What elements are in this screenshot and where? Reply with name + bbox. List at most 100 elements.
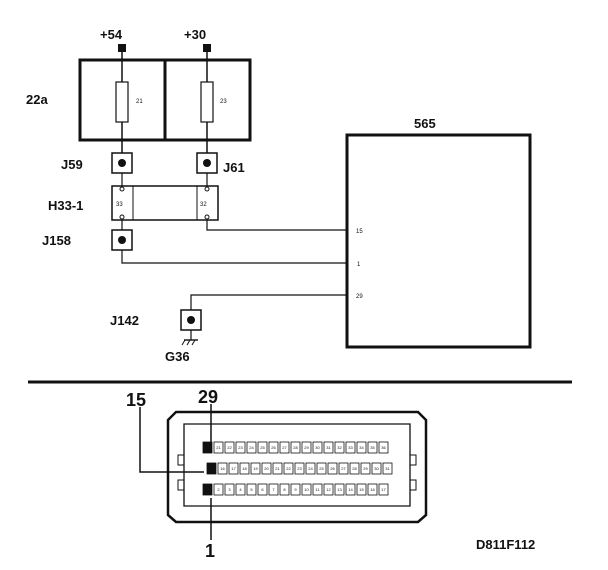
supply-30-label: +30 (184, 27, 206, 42)
pin-row-bottom-pin (312, 483, 323, 496)
connector-key-right-1 (409, 454, 417, 466)
j142-label: J142 (110, 313, 139, 328)
fuse-23 (200, 81, 214, 123)
g36-label: G36 (165, 349, 190, 364)
pin-row-bottom-pin (378, 483, 389, 496)
pin-row-top-pin-label: 26 (271, 445, 276, 450)
pin-row-top-pin (235, 441, 246, 454)
supply-30-terminal (203, 44, 211, 52)
splice-dot-j158 (118, 236, 126, 244)
pin-row-top-pin (246, 441, 257, 454)
pin-row-bottom-pin-label: 5 (250, 487, 253, 492)
pin-row-mid-pin-label: 31 (385, 466, 390, 471)
pin-row-top-pin (301, 441, 312, 454)
pin-row-mid-pin (250, 462, 261, 475)
pin-row-top-pin (268, 441, 279, 454)
pin-row-top-pin-label: 28 (293, 445, 298, 450)
connector-key-left-2 (177, 479, 185, 491)
pin-row-bottom-pin-label: 12 (326, 487, 331, 492)
pin-row-bottom-pin-label: 3 (228, 487, 231, 492)
h33-pin-33-bottom (119, 214, 125, 220)
pin-row-mid-pin (283, 462, 294, 475)
pin-row-top-pin (334, 441, 345, 454)
pin-row-bottom-pin-label: 4 (239, 487, 242, 492)
h33-pin-32-bottom (204, 214, 210, 220)
pin-row-mid-pin-label: 29 (363, 466, 368, 471)
pin-row-mid-pin (206, 462, 217, 475)
pin-row-top-pin-label: 33 (348, 445, 353, 450)
pin-row-bottom-pin (345, 483, 356, 496)
supply-54-terminal (118, 44, 126, 52)
j61-label: J61 (223, 160, 245, 175)
pin-row-bottom-pin (202, 483, 213, 496)
pin-row-top-pin-label: 27 (282, 445, 287, 450)
pin-row-bottom-pin (224, 483, 235, 496)
module-565-label: 565 (414, 116, 436, 131)
pin-row-bottom-pin-label: 6 (261, 487, 264, 492)
wire-to-pin-1 (121, 250, 347, 264)
splice-dot-j59 (118, 159, 126, 167)
pin-row-mid-pin (228, 462, 239, 475)
h33-pin-33-top (119, 186, 125, 192)
supply-54-label: +54 (100, 27, 123, 42)
pin-row-top-pin (312, 441, 323, 454)
wire-to-pin-29 (190, 294, 347, 310)
pin-row-bottom-pin-label: 15 (359, 487, 364, 492)
pin-row-bottom-pin (257, 483, 268, 496)
pin-row-mid-pin (382, 462, 393, 475)
connector-face-inner (183, 423, 411, 507)
pin-row-top-pin-label: 25 (260, 445, 265, 450)
ground-hatch-1 (181, 339, 186, 346)
pin-row-mid-pin (294, 462, 305, 475)
pin-row-top-pin (323, 441, 334, 454)
pin-row-mid-pin-label: 25 (319, 466, 324, 471)
pin-row-mid-pin-label: 30 (374, 466, 379, 471)
pin-row-top-pin (345, 441, 356, 454)
pin-row-bottom-pin-label: 11 (315, 487, 320, 492)
j158-label: J158 (42, 233, 71, 248)
fuse-21 (115, 81, 129, 123)
module-pin-29-label: 29 (356, 294, 363, 300)
pin-row-top-pin-label: 22 (227, 445, 232, 450)
pin-row-bottom-pin (323, 483, 334, 496)
pin-row-bottom-pin (268, 483, 279, 496)
pin-row-top-pin-label: 35 (370, 445, 375, 450)
callout-1-label: 1 (205, 541, 215, 561)
pin-row-bottom-pin-label: 14 (348, 487, 353, 492)
pin-row-bottom-pin (356, 483, 367, 496)
pin-row-mid-pin (316, 462, 327, 475)
h33-pin-32-label: 32 (200, 202, 207, 208)
fuse-21-label: 21 (136, 99, 143, 105)
pin-row-top-pin (202, 441, 213, 454)
pin-row-top-pin-label: 36 (381, 445, 386, 450)
pin-row-top-pin-label: 34 (359, 445, 364, 450)
pin-row-top-pin (224, 441, 235, 454)
pin-row-bottom-pin-label: 2 (217, 487, 220, 492)
ground-hatch-3 (191, 339, 196, 346)
callout-15-leader (139, 407, 204, 473)
pin-row-bottom-pin-label: 9 (294, 487, 297, 492)
pin-row-top-pin (290, 441, 301, 454)
module-pin-1-label: 1 (357, 262, 361, 268)
pin-row-bottom-pin (279, 483, 290, 496)
pin-row-top-pin-label: 30 (315, 445, 320, 450)
pin-row-mid-pin-label: 24 (308, 466, 313, 471)
pin-row-bottom-pin (235, 483, 246, 496)
pin-row-top-pin (213, 441, 224, 454)
pin-row-top-pin-label: 21 (216, 445, 221, 450)
splice-dot-j61 (203, 159, 211, 167)
h33-label: H33-1 (48, 198, 83, 213)
pin-row-bottom-pin-label: 8 (283, 487, 286, 492)
drawing-id: D811F112 (476, 537, 535, 552)
pin-row-bottom-pin-label: 10 (304, 487, 309, 492)
connector-h33-1 (111, 185, 219, 221)
pin-row-mid-pin-label: 21 (275, 466, 280, 471)
pin-row-bottom-pin-label: 16 (370, 487, 375, 492)
pin-row-bottom-pin (367, 483, 378, 496)
pin-row-mid-pin (349, 462, 360, 475)
pin-row-bottom-pin (246, 483, 257, 496)
pin-row-top-pin (378, 441, 389, 454)
pin-row-mid-pin-label: 17 (231, 466, 236, 471)
